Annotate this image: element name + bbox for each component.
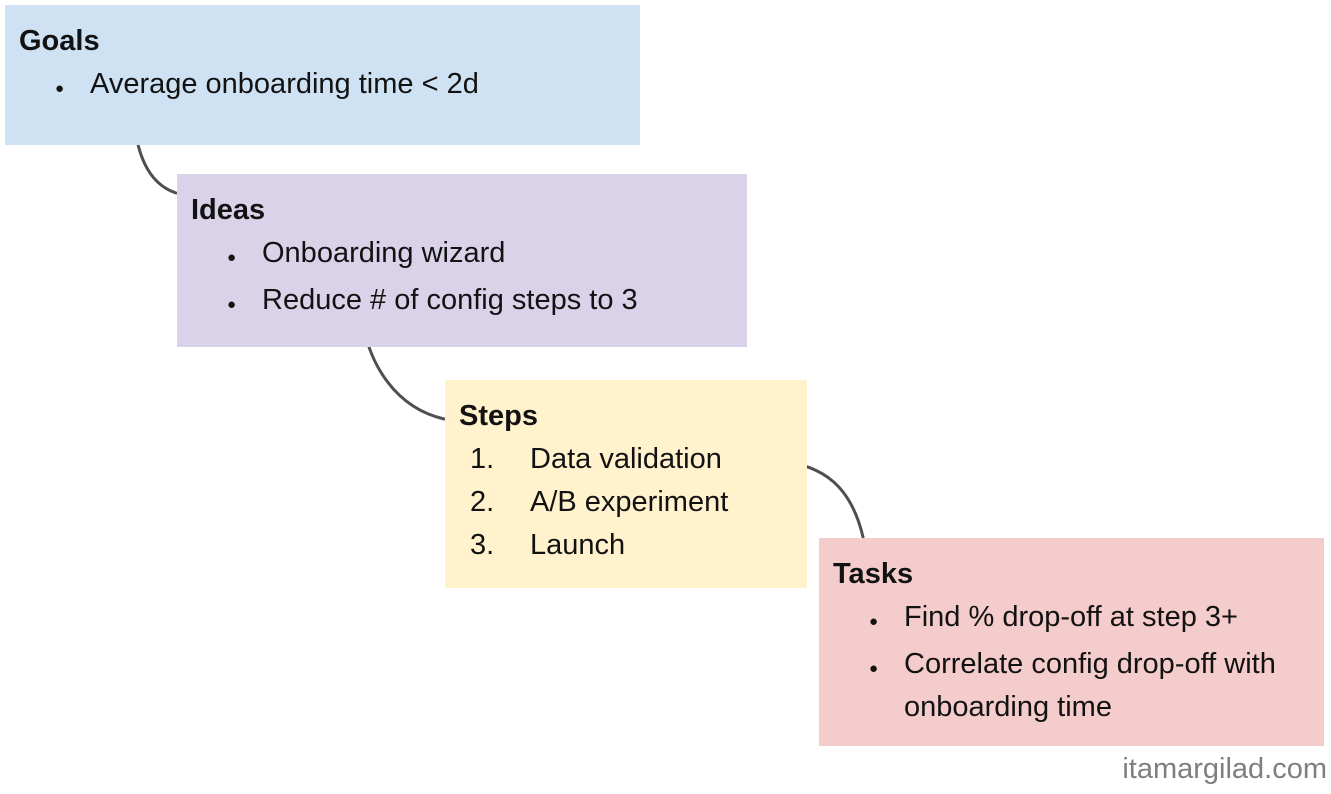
list-item-text: Reduce # of config steps to 3 <box>262 284 638 316</box>
list-number: 1. <box>470 443 495 475</box>
list-item: ● Find % drop-off at step 3+ <box>819 596 1324 643</box>
steps-box: Steps 1. Data validation 2. A/B experime… <box>445 380 807 588</box>
goals-box: Goals ● Average onboarding time < 2d <box>5 5 640 145</box>
list-item: ● Average onboarding time < 2d <box>5 63 640 110</box>
bullet-icon: ● <box>227 296 237 313</box>
bullet-icon: ● <box>227 249 237 266</box>
list-item-text: Average onboarding time < 2d <box>90 68 479 100</box>
list-item-text: Launch <box>530 529 626 561</box>
list-item: ● Onboarding wizard <box>177 232 747 279</box>
list-number: 2. <box>470 486 495 518</box>
list-item: ● Correlate config drop-off with onboard… <box>819 643 1324 729</box>
list-item-text: Find % drop-off at step 3+ <box>904 601 1238 633</box>
list-item: 3. Launch <box>445 524 807 567</box>
list-number: 3. <box>470 529 495 561</box>
list-item-text: Correlate config drop-off with onboardin… <box>904 648 1276 723</box>
tasks-box: Tasks ● Find % drop-off at step 3+ ● Cor… <box>819 538 1324 746</box>
list-item-text: Data validation <box>530 443 722 475</box>
bullet-icon: ● <box>869 660 879 677</box>
list-item: 1. Data validation <box>445 438 807 481</box>
tasks-box-title: Tasks <box>833 558 914 590</box>
steps-box-title: Steps <box>459 400 538 432</box>
list-item: ● Reduce # of config steps to 3 <box>177 279 747 326</box>
bullet-icon: ● <box>869 613 879 630</box>
watermark: itamargilad.com <box>1122 753 1327 785</box>
goals-box-title: Goals <box>19 25 100 57</box>
ideas-box: Ideas ● Onboarding wizard ● Reduce # of … <box>177 174 747 347</box>
list-item-text: A/B experiment <box>530 486 729 518</box>
list-item-text: Onboarding wizard <box>262 237 506 269</box>
list-item: 2. A/B experiment <box>445 481 807 524</box>
ideas-box-title: Ideas <box>191 194 266 226</box>
bullet-icon: ● <box>55 80 65 97</box>
